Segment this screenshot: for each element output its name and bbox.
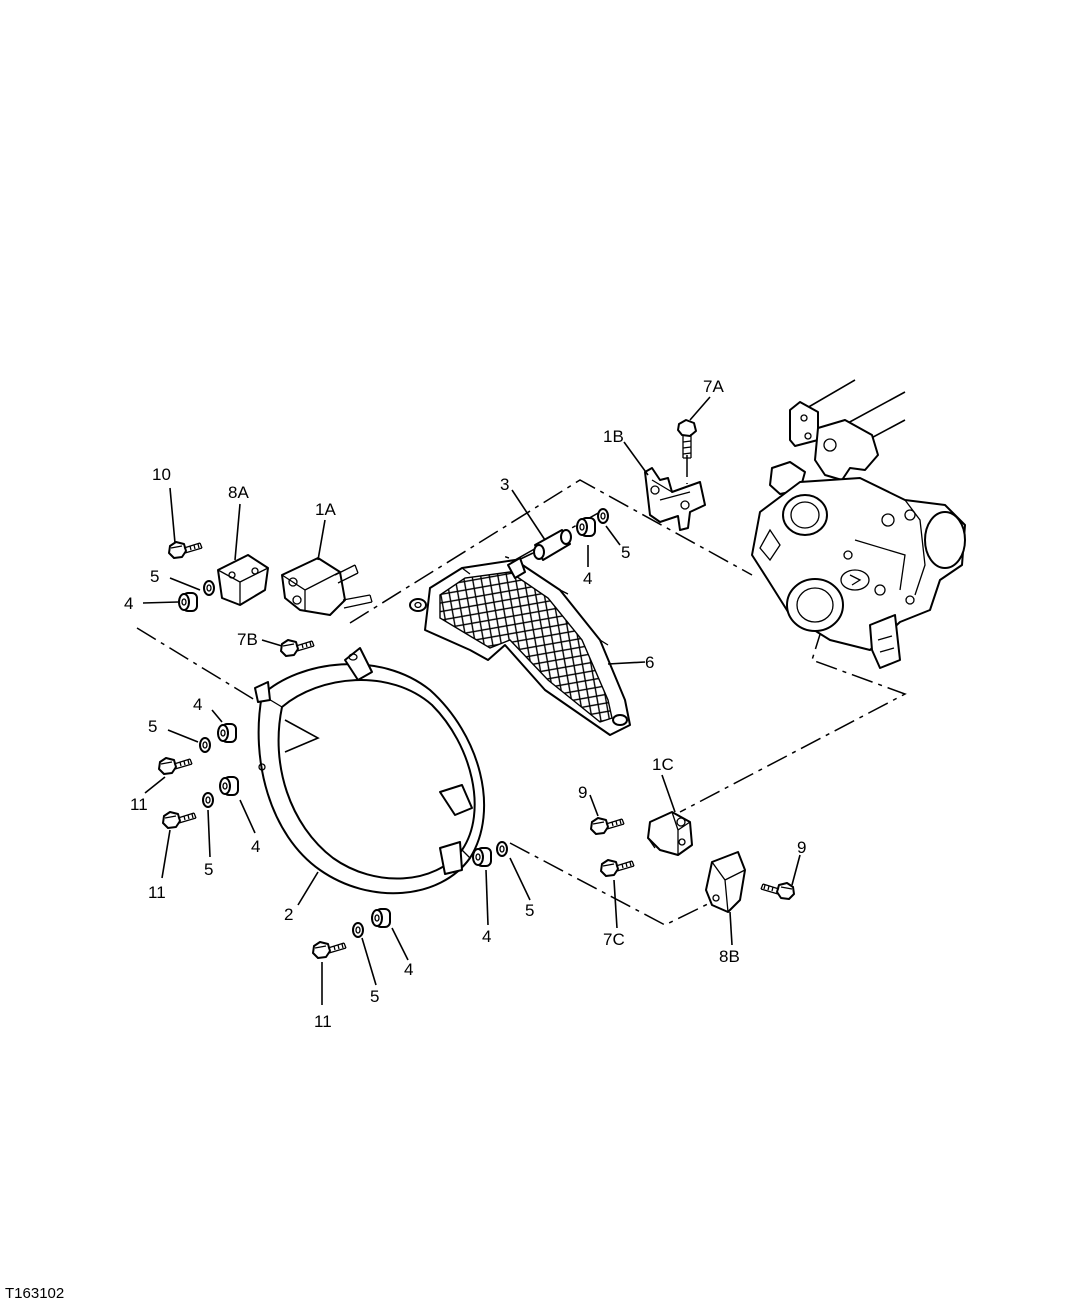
engine-block [751,379,966,669]
bracket-1b [644,467,706,531]
bolt-7b [280,639,315,657]
bracket-8b [705,851,746,913]
callout-1b: 1B [603,427,624,446]
bracket-1c [647,811,693,856]
callout-3: 3 [500,475,509,494]
callout-5-right: 5 [525,901,534,920]
grommet-4-left-low [219,776,239,796]
callout-5-bottom: 5 [370,987,379,1006]
leader-lines [142,396,801,1005]
bolt-11-upper [158,757,193,775]
washer-5-left [203,580,215,596]
washer-5-left-mid [199,737,211,753]
callout-4-low: 4 [251,837,260,856]
bolt-11-mid [162,811,197,829]
washer-5-bottom [352,922,364,938]
callout-7a: 7A [703,377,724,396]
callout-5-upper: 5 [621,543,630,562]
fan-shroud-2 [254,647,486,895]
bracket-8a [217,554,269,606]
callout-4-right: 4 [482,927,491,946]
bolt-7c [600,859,635,877]
callout-4-mid: 4 [193,695,202,714]
callout-1c: 1C [652,755,674,774]
bolt-7a [677,419,697,459]
callout-4-bottom: 4 [404,960,413,979]
alignment-line-right [679,627,907,813]
grommet-4-left-mid [217,723,237,743]
callout-labels: 10 8A 1A 5 4 7B 3 1B 7A 4 5 6 4 5 11 11 … [124,377,806,1031]
callout-4-upper: 4 [583,569,592,588]
callout-7b: 7B [237,630,258,649]
alignment-line-lower [509,842,717,926]
callout-9-right: 9 [797,838,806,857]
callout-10: 10 [152,465,171,484]
grommet-4-upper [576,517,596,537]
callout-1a: 1A [315,500,336,519]
bolt-9-left [590,817,625,835]
callout-2: 2 [284,905,293,924]
callout-8b: 8B [719,947,740,966]
grommet-4-right [472,847,492,867]
callout-5-mid: 5 [148,717,157,736]
callout-8a: 8A [228,483,249,502]
callout-5-left: 5 [150,567,159,586]
figure-reference: T163102 [5,1285,64,1302]
callout-11-lower: 11 [314,1012,332,1031]
bolt-9-right [760,882,795,900]
bolt-10 [168,541,203,559]
washer-5-upper [597,508,609,524]
callout-11-mid: 11 [148,883,166,902]
callout-9-left: 9 [578,783,587,802]
washer-5-left-low [202,792,214,808]
callout-5-low: 5 [204,860,213,879]
bracket-1a [281,557,373,616]
callout-11-upper: 11 [130,795,148,814]
callout-6: 6 [645,653,654,672]
callout-4-left: 4 [124,594,133,613]
grommet-4-left [178,592,198,612]
callout-7c: 7C [603,930,625,949]
grommet-4-bottom [371,908,391,928]
washer-5-right [496,841,508,857]
bolt-11-lower [312,941,347,959]
fan-guard-6 [409,557,631,736]
